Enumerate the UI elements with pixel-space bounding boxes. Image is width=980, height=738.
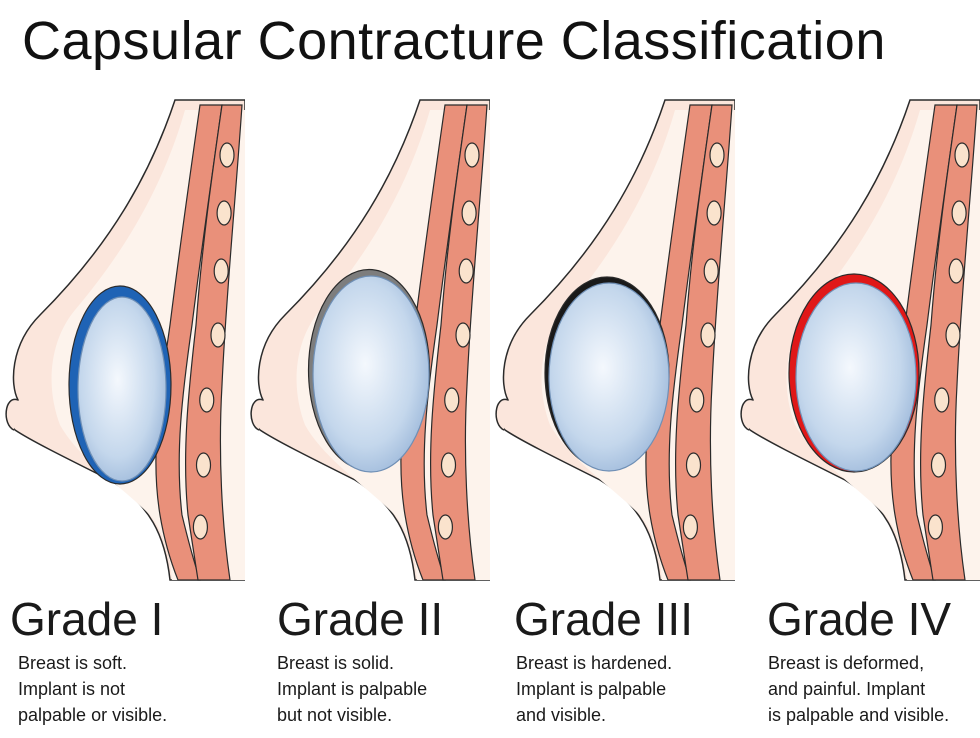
grade-3-illustration [495, 99, 735, 581]
grade-2-panel: Grade II Breast is solid. Implant is pal… [245, 95, 490, 738]
grade-2-illustration [250, 99, 490, 581]
rib [948, 258, 964, 284]
rib [954, 142, 970, 168]
rib [213, 258, 229, 284]
grade-4-description: Breast is deformed, and painful. Implant… [768, 650, 949, 728]
grade-2-desc-line-2: Implant is palpable [277, 679, 428, 699]
rib [685, 452, 702, 478]
rib [709, 142, 725, 168]
rib [464, 142, 480, 168]
grade-2-label: Grade II [277, 593, 444, 645]
rib [210, 322, 226, 348]
grade-3-panel: Grade III Breast is hardened. Implant is… [490, 95, 735, 738]
rib [444, 387, 460, 413]
page-title: Capsular Contracture Classification [22, 11, 886, 71]
grade-4-desc-line-2: and painful. Implant [768, 679, 926, 699]
grade-1-desc-line-1: Breast is soft. [18, 653, 128, 673]
rib [458, 258, 474, 284]
rib [192, 514, 208, 540]
rib [927, 514, 943, 540]
rib [951, 200, 967, 226]
grade-1-description: Breast is soft. Implant is not palpable … [18, 650, 167, 728]
nipple [250, 398, 264, 431]
rib [682, 514, 698, 540]
rib [700, 322, 716, 348]
rib [219, 142, 235, 168]
rib [703, 258, 719, 284]
rib [437, 514, 453, 540]
rib [440, 452, 457, 478]
nipple [5, 398, 19, 431]
grade-1-desc-line-2: Implant is not [18, 679, 126, 699]
rib [934, 387, 950, 413]
rib [461, 200, 477, 226]
grade-4-desc-line-1: Breast is deformed, [768, 653, 925, 673]
grade-1-illustration [5, 99, 245, 581]
rib [199, 387, 215, 413]
grade-4-label: Grade IV [767, 593, 952, 645]
rib [930, 452, 947, 478]
grade-1-label: Grade I [10, 593, 164, 645]
nipple [495, 398, 509, 431]
implant [312, 275, 430, 473]
grade-4-desc-line-3: is palpable and visible. [768, 705, 950, 725]
nipple [740, 398, 754, 431]
rib [216, 200, 232, 226]
rib [706, 200, 722, 226]
grade-3-label: Grade III [514, 593, 693, 645]
grade-4-panel: Grade IV Breast is deformed, and painful… [735, 95, 980, 738]
implant [795, 282, 917, 472]
grade-3-desc-line-2: Implant is palpable [516, 679, 667, 699]
grade-3-desc-line-1: Breast is hardened. [516, 653, 673, 673]
grade-2-desc-line-3: but not visible. [277, 705, 393, 725]
grade-1-desc-line-3: palpable or visible. [18, 705, 168, 725]
implant [77, 296, 167, 482]
rib [689, 387, 705, 413]
implant [548, 282, 670, 472]
rib [455, 322, 471, 348]
grade-3-description: Breast is hardened. Implant is palpable … [516, 650, 672, 728]
grade-2-desc-line-1: Breast is solid. [277, 653, 395, 673]
grade-1-panel: Grade I Breast is soft. Implant is not p… [0, 95, 245, 738]
rib [195, 452, 212, 478]
grade-2-description: Breast is solid. Implant is palpable but… [277, 650, 427, 728]
grade-3-desc-line-3: and visible. [516, 705, 607, 725]
rib [945, 322, 961, 348]
grade-4-illustration [740, 99, 980, 581]
